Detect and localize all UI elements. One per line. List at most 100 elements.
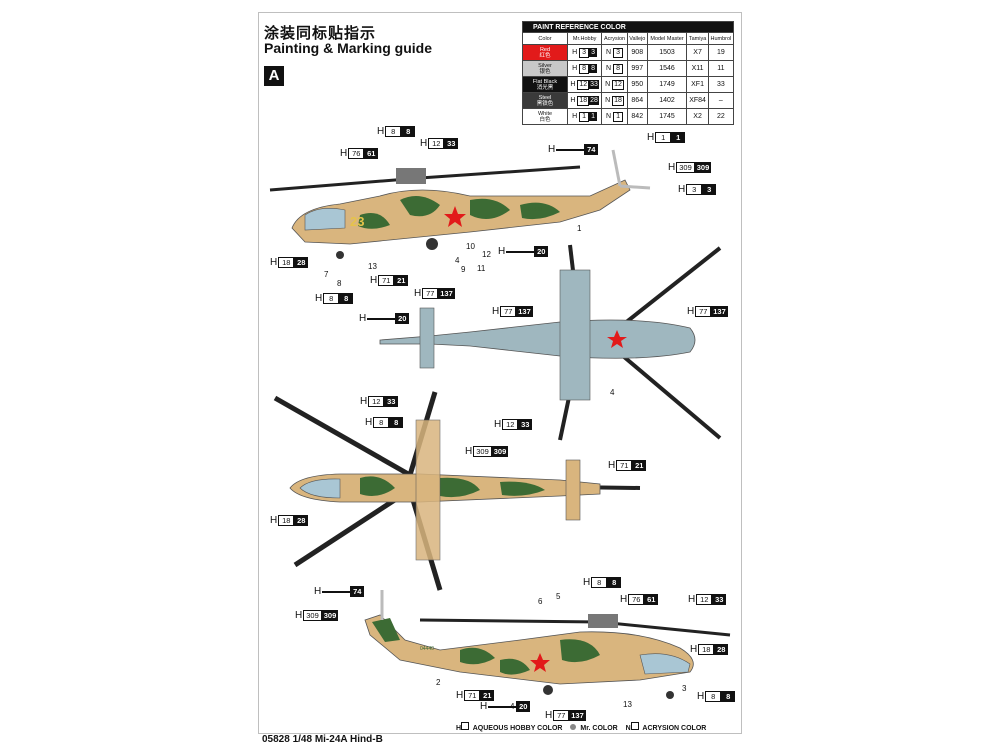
humbrol-code: 22 (707, 108, 735, 125)
main-wheel (426, 238, 438, 250)
side-view-left: 04440 (364, 590, 731, 699)
main-wheel (543, 685, 553, 695)
side-view-right: 23 04440 (269, 149, 651, 259)
bottom-view (379, 244, 722, 441)
camo-patch (500, 481, 545, 496)
rotor-hub (396, 168, 426, 184)
title-chinese: 涂装同标贴指示 (264, 25, 377, 42)
acrysion-code: N 12 (601, 76, 628, 93)
red-star-marking (530, 653, 550, 672)
main-rotor-blade (269, 176, 421, 192)
legend-h-box (461, 722, 470, 730)
canopy (299, 478, 341, 499)
section-badge: A (264, 66, 284, 86)
color-name-cn: 黑铁色 (536, 100, 554, 107)
camo-patch (520, 202, 560, 220)
model-name: 05828 1/48 Mi-24A Hind-B (262, 734, 383, 745)
part-number: 13 (368, 262, 377, 271)
part-number: 4 (510, 702, 515, 711)
legend-h-text: AQUEOUS HOBBY COLOR (472, 725, 563, 732)
humbrol-code: 33 (707, 76, 735, 93)
main-rotor-blade (293, 487, 412, 568)
part-number: 4 (610, 388, 615, 397)
color-name-cn: 消光黑 (536, 84, 554, 91)
camo-patch (360, 476, 395, 496)
fuselage (364, 614, 694, 685)
legend-h-prefix: H (456, 725, 462, 732)
nose-wheel (666, 691, 674, 699)
tail-stabilizer (565, 459, 581, 521)
top-view (273, 391, 641, 591)
part-number: 10 (466, 242, 475, 251)
rotor-hub (588, 614, 618, 628)
part-number: 7 (324, 270, 329, 279)
red-star-marking (444, 206, 466, 227)
part-number: 6 (538, 597, 543, 606)
color-name-cn: 白色 (539, 116, 551, 123)
title-english: Painting & Marking guide (264, 40, 433, 56)
camo-patch (358, 212, 390, 229)
legend-n-box (630, 722, 639, 730)
fuselage-underside (379, 319, 696, 359)
red-star-marking (607, 330, 627, 348)
tamiya-code: X2 (686, 108, 709, 125)
color-name: Red (539, 46, 551, 53)
color-name: Silver (538, 62, 552, 69)
color-name: Flat Black (532, 78, 558, 85)
tail-stabilizer (419, 307, 435, 369)
stub-wing (559, 269, 591, 401)
camo-patch (560, 639, 600, 663)
tail-rotor-blade (619, 184, 651, 190)
main-rotor-blade (273, 395, 412, 478)
paint-reference-table: PAINT REFERENCE COLOR Color Mr.Hobby Acr… (522, 21, 735, 125)
legend-n-prefix: N (625, 725, 631, 732)
camo-patch (500, 658, 530, 675)
main-rotor-blade (599, 620, 731, 637)
serial-marking: 04440 (420, 646, 434, 652)
main-rotor-blade (419, 618, 601, 624)
tail-rotor-blade (611, 149, 622, 187)
camo-patch (372, 618, 400, 642)
part-number: 13 (623, 700, 632, 709)
color-name: Steel (538, 94, 552, 101)
camo-patch (400, 196, 440, 217)
part-number: 11 (477, 264, 486, 273)
part-number: 8 (337, 279, 342, 288)
tamiya-code: X11 (686, 60, 709, 77)
part-number: 1 (577, 224, 582, 233)
side-number: 23 (350, 214, 364, 229)
canopy (304, 208, 346, 231)
part-number: 3 (682, 684, 687, 693)
main-rotor-blade (419, 165, 581, 180)
